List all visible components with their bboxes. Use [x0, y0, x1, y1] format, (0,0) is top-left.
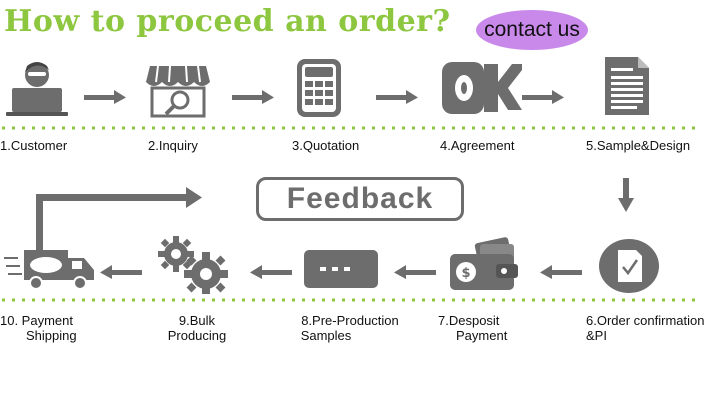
step-label-4: 4.Agreement	[440, 138, 515, 153]
dotted-divider	[2, 298, 698, 302]
arrow-2-3	[232, 90, 274, 104]
card-icon	[304, 250, 378, 288]
arrow-7-8	[394, 265, 436, 279]
page-title: How to proceed an order?	[4, 4, 451, 39]
step-label-6: 6.Order confirmation&PI	[586, 313, 705, 343]
feedback-loop-arrow	[36, 187, 202, 252]
arrow-8-9	[250, 265, 292, 279]
step-label-3: 3.Quotation	[292, 138, 360, 153]
arrow-3-4	[376, 90, 418, 104]
ok-hand-icon	[442, 62, 522, 114]
feedback-box: Feedback	[256, 177, 464, 221]
arrow-6-7	[540, 265, 582, 279]
arrow-9-10	[100, 265, 142, 279]
order-check-icon	[599, 239, 659, 293]
wallet-icon: $	[450, 237, 518, 290]
arrow-1-2	[84, 90, 126, 104]
customer-laptop-icon	[6, 62, 68, 116]
step-label-1: 1.Customer	[0, 138, 68, 153]
step-label-2: 2.Inquiry	[148, 138, 198, 153]
arrow-4-5	[522, 90, 564, 104]
svg-text:$: $	[461, 266, 470, 281]
calculator-icon	[297, 59, 341, 117]
contact-us-button[interactable]: contact us	[476, 10, 588, 50]
dotted-divider	[2, 126, 698, 130]
shop-search-icon	[146, 65, 210, 118]
step-label-5: 5.Sample&Design	[586, 138, 691, 153]
document-icon	[605, 57, 649, 115]
shipping-truck-icon	[4, 250, 94, 290]
gears-icon	[158, 236, 228, 294]
arrow-5-6	[618, 178, 634, 212]
